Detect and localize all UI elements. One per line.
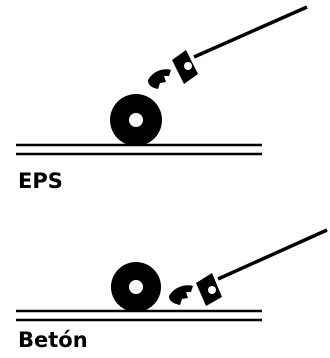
panel-eps-illustration <box>16 5 308 156</box>
caption-eps: EPS <box>18 169 63 193</box>
roller-icon <box>110 94 162 146</box>
beton-surface <box>16 309 262 322</box>
flame-icon <box>148 69 171 89</box>
caption-beton: Betón <box>18 328 88 352</box>
flame-icon <box>169 285 193 305</box>
panel-beton-illustration <box>16 228 328 322</box>
torch-icon <box>196 228 328 306</box>
torch-icon <box>172 5 308 84</box>
roller-icon <box>111 262 161 312</box>
